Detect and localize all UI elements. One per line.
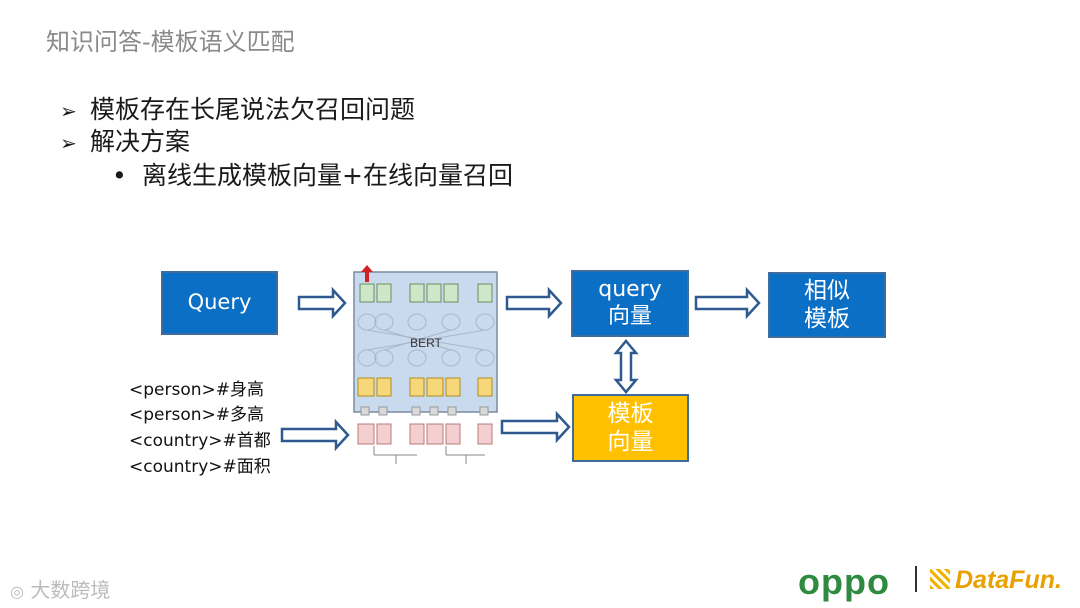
arrow-query-vector-to-similar [694,286,761,320]
arrow-bert-to-query-vector [505,286,563,320]
similar-template-line-2: 模板 [804,306,850,332]
slide-title: 知识问答-模板语义匹配 [46,28,295,56]
watermark-text: 大数跨境 [30,578,111,602]
bullet-3-text: 离线生成模板向量+在线向量召回 [142,161,513,190]
bert-transformer-nodes [357,313,495,367]
arrow-query-to-bert [297,286,347,320]
query-vector-line-1: query [598,276,662,302]
bullet-2-text: 解决方案 [90,127,191,156]
similar-template-box: 相似 模板 [768,272,886,338]
bullet-2: ➢ 解决方案 [60,122,190,158]
logo-divider [915,566,917,592]
bert-output-tokens [359,283,493,303]
template-vector-line-1: 模板 [607,400,654,427]
arrow-templates-to-bert [280,418,350,452]
bert-label: BERT [410,336,442,350]
query-vector-line-2: 向量 [607,303,652,329]
template-item: <country>#面积 [129,457,271,477]
bert-panel: BERT [353,265,498,413]
watermark-logo-icon: ◎ [10,582,24,601]
arrow-bert-to-template-vector [500,410,571,444]
template-vector-line-2: 向量 [607,429,654,455]
bullet-1-text: 模板存在长尾说法欠召回问题 [90,95,416,124]
similar-template-line-1: 相似 [804,277,850,304]
template-vector-box: 模板 向量 [572,394,689,462]
bert-input-tokens [357,406,493,464]
datafun-logo-icon [930,569,950,589]
oppo-logo: oppo [798,561,890,602]
template-item: <person>#身高 [129,380,265,400]
bidirectional-arrow [613,339,639,394]
watermark: ◎ 大数跨境 [10,574,110,603]
datafun-logo: DataFun. [955,566,1062,594]
bullet-1: ➢ 模板存在长尾说法欠召回问题 [60,90,415,126]
template-item: <country>#首都 [129,431,271,451]
query-vector-box: query 向量 [571,270,689,337]
arrow-bullet-icon: ➢ [60,99,77,123]
red-up-arrow-icon [361,265,373,282]
bert-embedding-tokens [357,377,493,397]
bullet-3: • 离线生成模板向量+在线向量召回 [112,156,513,192]
arrow-bullet-icon: ➢ [60,131,77,155]
query-box: Query [161,271,278,335]
template-item: <person>#多高 [129,405,265,425]
dot-bullet-icon: • [112,161,127,190]
